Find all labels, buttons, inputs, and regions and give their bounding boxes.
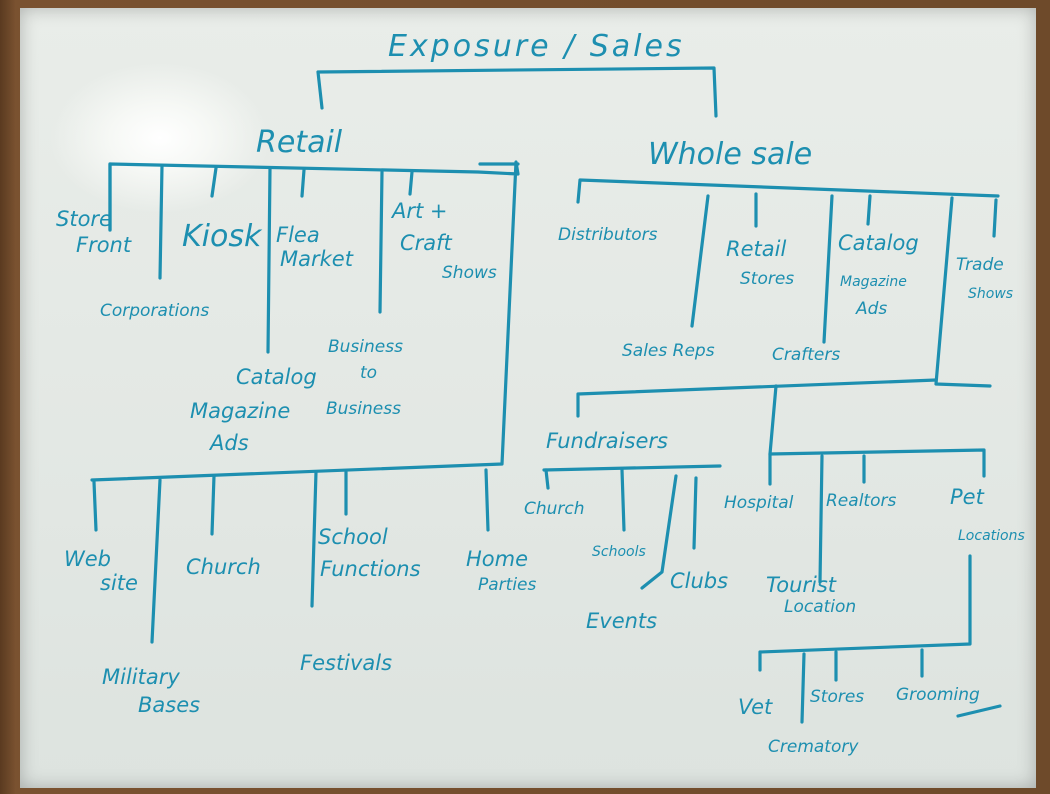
grooming-label: Grooming: [896, 685, 980, 705]
sales-reps-label: Sales Reps: [622, 341, 715, 361]
stub-tourist: [818, 454, 824, 584]
flea-label: Flea: [276, 223, 320, 247]
corporations-label: Corporations: [100, 301, 209, 321]
magazine-r-label: Magazine: [190, 399, 290, 423]
retail-bracket-line: [90, 160, 520, 482]
functions-label: Functions: [320, 557, 421, 581]
vet-label: Vet: [738, 695, 773, 719]
locations-label: Locations: [958, 528, 1025, 544]
home-label: Home: [466, 547, 528, 571]
store-label: Store: [56, 207, 112, 231]
tourist-label: Tourist: [766, 573, 837, 597]
grooming-underline: [956, 704, 1002, 718]
clubs-label: Clubs: [670, 569, 728, 593]
business-2-label: Business: [326, 399, 401, 419]
church-r-label: Church: [186, 555, 261, 579]
hospital-label: Hospital: [724, 493, 794, 513]
business-1-label: Business: [328, 337, 403, 357]
stub-schools: [620, 468, 626, 532]
wholesale-label: Whole sale: [648, 137, 812, 172]
connector-lines: [90, 66, 1002, 724]
retail-stores-2-label: Stores: [740, 269, 794, 289]
whiteboard-surface: [20, 8, 1036, 788]
stores-label: Stores: [810, 687, 864, 707]
stub-flea-left: [266, 166, 272, 354]
stub-sales-reps: [690, 194, 710, 328]
stub-art: [408, 170, 414, 196]
root-label: Exposure / Sales: [388, 29, 685, 64]
stub-festivals: [310, 470, 318, 608]
root-branch-line: [316, 66, 718, 118]
events-label: Events: [586, 609, 657, 633]
stub-catalog-w: [866, 194, 872, 226]
market-label: Market: [280, 247, 354, 271]
kiosk-label: Kiosk: [182, 219, 263, 254]
stub-church-f: [544, 468, 550, 490]
realtors-label: Realtors: [826, 491, 896, 511]
ads-r-label: Ads: [208, 431, 249, 455]
art-label: Art +: [390, 199, 448, 223]
stub-art-left: [378, 170, 384, 314]
trade-label: Trade: [956, 255, 1004, 275]
stub-kiosk: [210, 166, 218, 198]
ads-w-label: Ads: [855, 299, 887, 319]
stub-clubs: [692, 476, 698, 550]
schools-label: Schools: [592, 544, 646, 560]
stub-kiosk-left: [158, 164, 164, 280]
tourist-location-label: Location: [784, 597, 856, 617]
stub-church-r: [210, 474, 216, 536]
stub-trade-left: [934, 196, 992, 388]
fundraisers-underline: [542, 464, 722, 472]
stub-home: [484, 468, 490, 532]
shows-label: Shows: [442, 263, 497, 283]
retail-label: Retail: [256, 125, 343, 160]
parties-label: Parties: [478, 575, 537, 595]
to-label: to: [360, 363, 377, 383]
stub-crafters: [822, 194, 834, 344]
church-f-label: Church: [524, 499, 585, 519]
stub-trade: [992, 198, 998, 238]
crafters-label: Crafters: [772, 345, 840, 365]
wholesale-bar: [576, 178, 1000, 204]
craft-label: Craft: [400, 231, 453, 255]
pet-drop: [758, 554, 972, 672]
distributors-label: Distributors: [558, 225, 658, 245]
catalog-w-label: Catalog: [838, 231, 919, 255]
stub-crematory: [800, 652, 806, 724]
front-label: Front: [76, 233, 132, 257]
school-label: School: [318, 525, 388, 549]
stub-flea: [300, 168, 306, 198]
site-label: site: [100, 571, 138, 595]
web-label: Web: [64, 547, 111, 571]
fundraisers-label: Fundraisers: [546, 429, 668, 453]
pet-label: Pet: [950, 485, 985, 509]
crematory-label: Crematory: [768, 737, 859, 757]
magazine-w-label: Magazine: [840, 274, 907, 290]
retail-stores-1-label: Retail: [726, 237, 786, 261]
catalog-r-label: Catalog: [236, 365, 317, 389]
fundraisers-drop: [768, 384, 986, 478]
stub-military: [150, 478, 162, 644]
stub-web: [92, 480, 98, 532]
military-label: Military: [102, 665, 180, 689]
stub-events: [640, 474, 678, 590]
lower-wholesale-bar: [576, 378, 938, 418]
shows-w-label: Shows: [968, 286, 1013, 302]
bases-label: Bases: [138, 693, 200, 717]
festivals-label: Festivals: [300, 651, 392, 675]
